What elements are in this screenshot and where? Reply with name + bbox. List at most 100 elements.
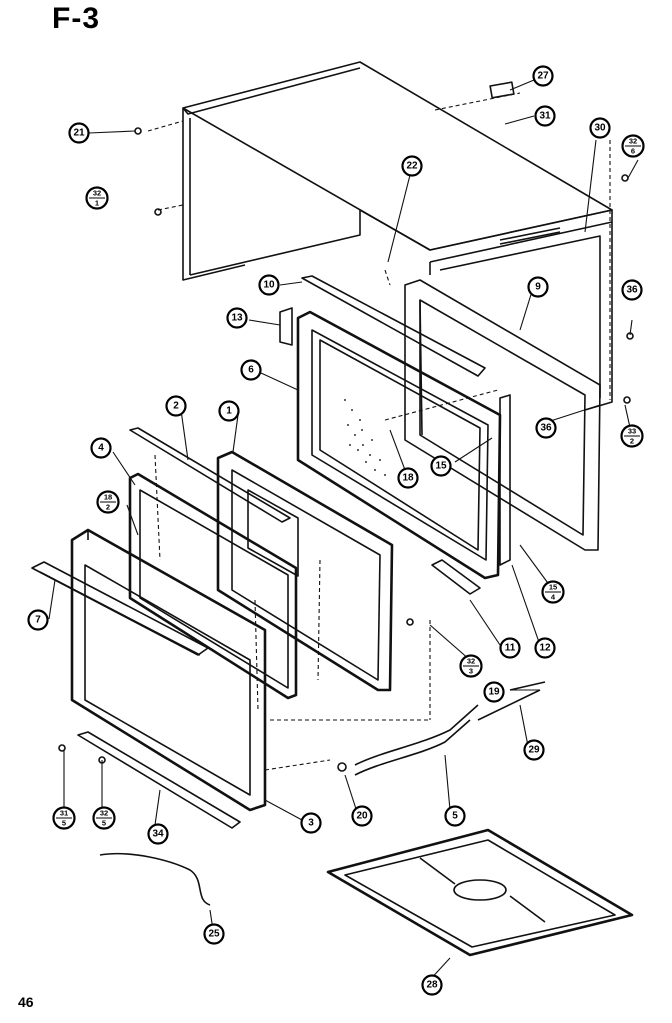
svg-text:21: 21 — [73, 128, 85, 139]
callout-fraction-32-6: 32 6 — [621, 134, 645, 158]
svg-text:22: 22 — [406, 161, 418, 172]
svg-text:33: 33 — [628, 427, 636, 436]
svg-text:4: 4 — [551, 593, 556, 602]
side-rail — [499, 394, 511, 566]
callout-20: 20 — [351, 805, 373, 827]
svg-text:15: 15 — [549, 583, 557, 592]
svg-text:15: 15 — [435, 461, 447, 472]
svg-text:12: 12 — [539, 643, 551, 654]
svg-text:36: 36 — [626, 285, 638, 296]
callout-5: 5 — [444, 805, 466, 827]
screw — [98, 756, 106, 764]
screw — [58, 744, 66, 752]
door-lever — [354, 704, 479, 766]
svg-text:29: 29 — [528, 745, 540, 756]
callout-19: 19 — [483, 681, 505, 703]
screw — [621, 174, 629, 182]
svg-text:28: 28 — [426, 980, 438, 991]
svg-text:13: 13 — [231, 313, 243, 324]
screw — [626, 332, 634, 340]
svg-text:25: 25 — [208, 929, 220, 940]
figure-title: F-3 — [52, 2, 100, 35]
outer-cabinet — [182, 61, 613, 411]
svg-text:9: 9 — [535, 282, 541, 293]
svg-text:4: 4 — [98, 443, 104, 454]
svg-text:32: 32 — [629, 137, 637, 146]
svg-text:10: 10 — [263, 280, 275, 291]
callout-12: 12 — [534, 637, 556, 659]
svg-text:2: 2 — [173, 401, 179, 412]
screw — [134, 127, 142, 135]
svg-text:36: 36 — [540, 423, 552, 434]
svg-text:32: 32 — [467, 657, 475, 666]
svg-text:5: 5 — [62, 819, 66, 828]
svg-text:3: 3 — [308, 818, 314, 829]
svg-text:5: 5 — [102, 819, 106, 828]
callout-27: 27 — [532, 65, 554, 87]
svg-text:2: 2 — [106, 503, 110, 512]
callout-fraction-31-5: 31 5 — [52, 806, 76, 830]
callout-36-upper: 36 — [621, 279, 643, 301]
inner-panel — [296, 310, 502, 580]
callout-13: 13 — [226, 307, 248, 329]
callout-25: 25 — [203, 923, 225, 945]
svg-text:6: 6 — [631, 147, 635, 156]
screw — [154, 208, 162, 216]
screw — [623, 396, 631, 404]
callout-10: 10 — [258, 274, 280, 296]
svg-text:31: 31 — [539, 111, 551, 122]
screw — [406, 618, 414, 626]
leader-lines — [48, 79, 639, 984]
callout-18: 18 — [397, 467, 419, 489]
side-bracket — [279, 307, 293, 346]
svg-text:34: 34 — [152, 829, 164, 840]
svg-text:2: 2 — [630, 437, 634, 446]
svg-text:1: 1 — [226, 406, 232, 417]
callout-22: 22 — [401, 155, 423, 177]
svg-text:27: 27 — [537, 71, 549, 82]
svg-text:32: 32 — [100, 809, 108, 818]
top-trim-bar — [301, 275, 486, 377]
callout-3: 3 — [300, 812, 322, 834]
callout-fraction-15-4: 15 4 — [541, 580, 565, 604]
svg-text:31: 31 — [60, 809, 68, 818]
callout-fraction-18-2: 18 2 — [96, 490, 120, 514]
callout-31: 31 — [534, 105, 556, 127]
assembly-lines — [147, 92, 611, 771]
callout-fraction-32-3: 32 3 — [459, 654, 483, 678]
svg-text:18: 18 — [104, 493, 112, 502]
callout-fraction-32-5: 32 5 — [92, 806, 116, 830]
svg-text:7: 7 — [35, 615, 41, 626]
label-plate — [489, 81, 515, 99]
svg-text:32: 32 — [93, 189, 101, 198]
callout-21: 21 — [68, 122, 90, 144]
callout-15: 15 — [430, 455, 452, 477]
callout-9: 9 — [527, 276, 549, 298]
svg-text:18: 18 — [402, 473, 414, 484]
callout-30: 30 — [589, 117, 611, 139]
callout-6: 6 — [240, 359, 262, 381]
svg-text:11: 11 — [505, 643, 516, 654]
wire-harness — [99, 852, 211, 906]
door-inner-frame — [216, 450, 394, 711]
svg-text:5: 5 — [452, 811, 458, 822]
callout-11: 11 — [499, 637, 521, 659]
page-number: 46 — [18, 994, 34, 1010]
glass-panel — [128, 472, 298, 700]
callout-29: 29 — [523, 739, 545, 761]
door-handle — [31, 561, 209, 656]
svg-text:3: 3 — [469, 667, 473, 676]
callout-1: 1 — [218, 400, 240, 422]
front-frame — [404, 279, 601, 551]
callout-fraction-32-1: 32 1 — [85, 186, 109, 210]
svg-text:30: 30 — [594, 123, 606, 134]
svg-text:20: 20 — [356, 811, 368, 822]
callout-fraction-33-2: 33 2 — [620, 424, 644, 448]
svg-text:6: 6 — [248, 365, 254, 376]
svg-text:1: 1 — [95, 199, 99, 208]
screw — [337, 762, 347, 772]
callout-7: 7 — [27, 609, 49, 631]
hinge-bar — [77, 731, 241, 829]
